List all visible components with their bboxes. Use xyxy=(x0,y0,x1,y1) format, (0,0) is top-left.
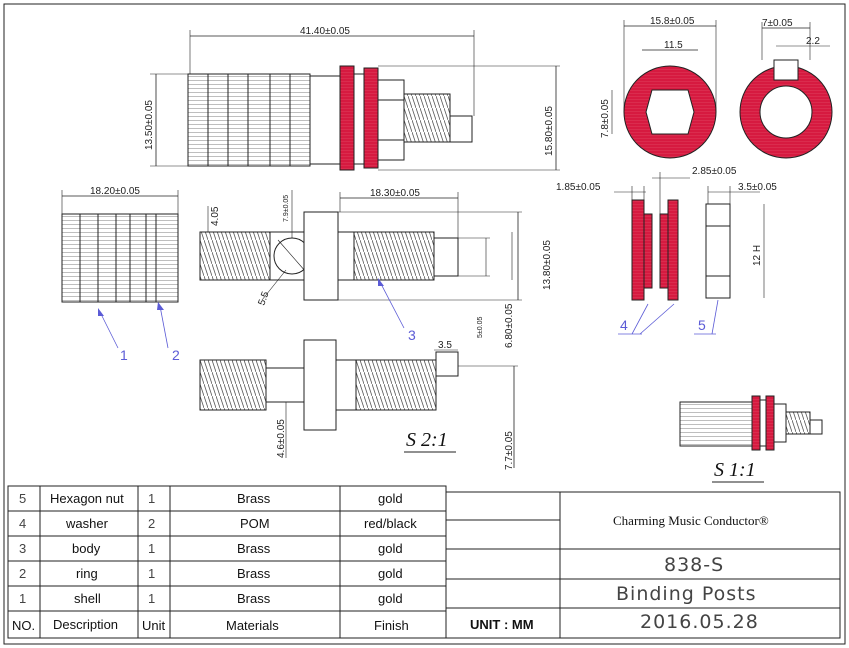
part-desc: shell xyxy=(74,591,101,606)
part-unit: 1 xyxy=(148,591,155,606)
table-row: 5 Hexagon nut 1 Brass gold xyxy=(19,491,403,506)
body-section-view: 3.5 4.6±0.05 7.7±0.05 S 2:1 xyxy=(199,339,518,470)
part-desc: body xyxy=(72,541,101,556)
callout-5: 5 xyxy=(694,299,719,335)
header-unit: Unit xyxy=(142,618,166,633)
part-no: 1 xyxy=(19,591,26,606)
part-finish: gold xyxy=(378,566,403,581)
header-material: Materials xyxy=(226,618,279,633)
dim-flange-dia: 15.80±0.05 xyxy=(544,106,555,156)
header-desc: Description xyxy=(53,617,118,632)
dim-thread-dia: 7.7±0.05 xyxy=(504,431,515,470)
header-no: NO. xyxy=(12,618,35,633)
table-row: 2 ring 1 Brass gold xyxy=(19,566,403,581)
body-view: 18.30±0.05 4.05 7.9±0.05 5.5 13.80±0.05 … xyxy=(199,188,553,348)
part-no: 4 xyxy=(19,516,26,531)
part-material: Brass xyxy=(237,541,271,556)
part-finish: gold xyxy=(378,591,403,606)
dim-washer-od: 15.8±0.05 xyxy=(650,16,695,27)
part-unit: 2 xyxy=(148,516,155,531)
svg-text:5: 5 xyxy=(698,317,706,333)
table-row: 3 body 1 Brass gold xyxy=(19,541,403,556)
callout-1: 1 xyxy=(98,308,128,363)
part-material: Brass xyxy=(237,566,271,581)
assembly-side-view: 41.40±0.05 13.50±0.05 15.80±0.05 xyxy=(144,26,560,171)
washer-side-view: 1.85±0.05 2.85±0.05 xyxy=(556,166,737,301)
dim-body-dia: 13.80±0.05 xyxy=(542,240,553,290)
part-material: Brass xyxy=(237,591,271,606)
callout-4: 4 xyxy=(618,303,675,335)
dim-shell-dia: 13.50±0.05 xyxy=(144,100,155,150)
drawing-title: Binding Posts xyxy=(616,583,757,605)
shell-view: 18.20±0.05 xyxy=(61,186,179,303)
table-header-row: NO. Description Unit Materials Finish xyxy=(12,617,409,633)
dim-key-depth: 2.2 xyxy=(806,36,820,47)
part-desc: washer xyxy=(65,516,109,531)
callout-2: 2 xyxy=(157,302,180,363)
dim-flange-thk: 4.6±0.05 xyxy=(276,419,287,458)
part-no: 3 xyxy=(19,541,26,556)
header-finish: Finish xyxy=(374,618,409,633)
scale-detail: S 2:1 xyxy=(406,429,448,451)
title-block xyxy=(445,491,841,639)
part-desc: ring xyxy=(76,566,98,581)
dim-nut-thk: 3.5±0.05 xyxy=(738,182,777,193)
part-unit: 1 xyxy=(148,541,155,556)
dim-thread-step: 4.05 xyxy=(210,206,221,226)
table-row: 4 washer 2 POM red/black xyxy=(19,516,417,531)
part-no: 2 xyxy=(19,566,26,581)
dim-pin-dia: 5±0.05 xyxy=(477,317,484,338)
svg-text:2: 2 xyxy=(172,347,180,363)
company-name: Charming Music Conductor® xyxy=(613,513,769,528)
table-row: 1 shell 1 Brass gold xyxy=(19,591,403,606)
washer-plan-view: 15.8±0.05 11.5 7.8±0.05 7±0.05 2.2 xyxy=(600,16,833,159)
part-finish: gold xyxy=(378,541,403,556)
hex-nut-view: 3.5±0.05 12 H xyxy=(705,182,777,299)
svg-text:4: 4 xyxy=(620,317,628,333)
drawing-date: 2016.05.28 xyxy=(640,611,759,633)
parts-table-rows: 5 Hexagon nut 1 Brass gold 4 washer 2 PO… xyxy=(12,491,417,633)
dim-washer-gap: 2.85±0.05 xyxy=(692,166,737,177)
dim-overall-length: 41.40±0.05 xyxy=(300,26,350,37)
part-desc: Hexagon nut xyxy=(50,491,124,506)
unit-label: UNIT : MM xyxy=(470,617,534,632)
part-unit: 1 xyxy=(148,566,155,581)
part-no: 5 xyxy=(19,491,26,506)
callout-3: 3 xyxy=(378,278,416,343)
part-unit: 1 xyxy=(148,491,155,506)
scale-1-1-view: S 1:1 xyxy=(679,395,823,483)
parts-table xyxy=(7,485,447,639)
dim-washer-flat: 7.8±0.05 xyxy=(600,99,611,138)
dim-washer-thk: 1.85±0.05 xyxy=(556,182,601,193)
dim-nut-h: 12 H xyxy=(752,245,763,266)
dim-shell-length: 18.20±0.05 xyxy=(90,186,140,197)
part-number: 838-S xyxy=(664,554,724,576)
svg-text:3: 3 xyxy=(408,327,416,343)
part-finish: gold xyxy=(378,491,403,506)
dim-tip-len: 3.5 xyxy=(438,340,452,351)
part-finish: red/black xyxy=(364,516,417,531)
dim-washer-id: 11.5 xyxy=(664,40,683,51)
scale-overall: S 1:1 xyxy=(714,459,756,481)
svg-text:1: 1 xyxy=(120,347,128,363)
dim-hole-dia: 5.5 xyxy=(256,290,271,307)
dim-cross-hole: 7.9±0.05 xyxy=(283,195,290,222)
dim-shank-dia: 6.80±0.05 xyxy=(504,303,515,348)
part-material: Brass xyxy=(237,491,271,506)
dim-key-width: 7±0.05 xyxy=(762,18,793,29)
dim-body-length: 18.30±0.05 xyxy=(370,188,420,199)
drawing-frame xyxy=(3,3,846,645)
part-material: POM xyxy=(240,516,270,531)
